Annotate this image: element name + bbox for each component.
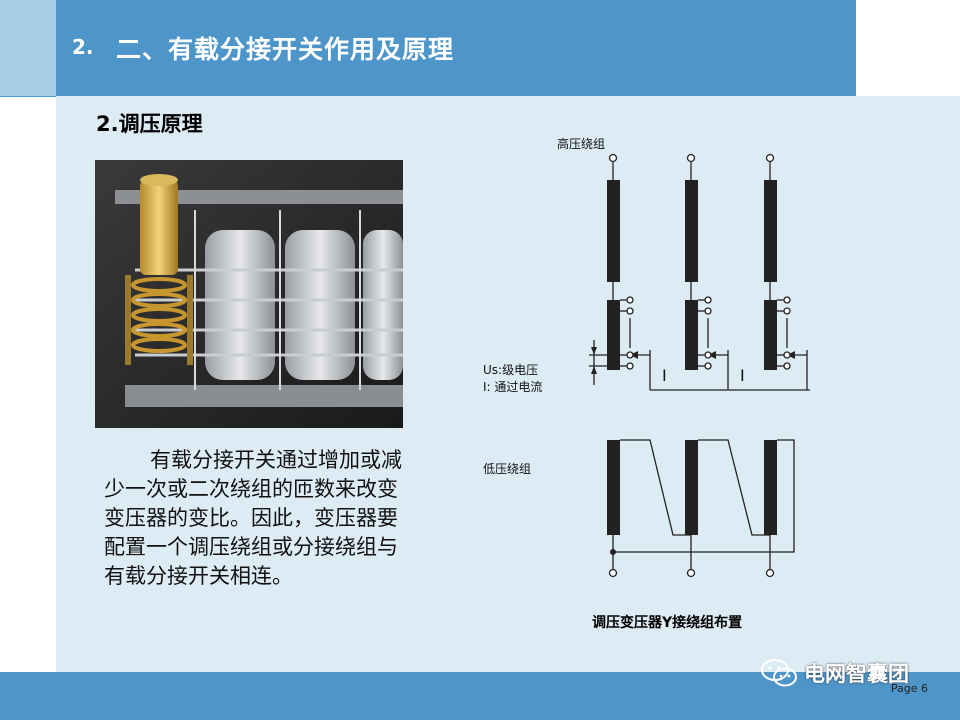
watermark: 电网智囊团 — [760, 658, 909, 688]
header-left-strip — [0, 0, 56, 96]
section-number: 2. — [72, 35, 94, 59]
wechat-icon — [761, 659, 797, 687]
slide-header: 2. 二、有载分接开关作用及原理 — [56, 0, 856, 96]
watermark-text: 电网智囊团 — [804, 662, 909, 686]
diagram-caption: 调压变压器Y接绕组布置 — [592, 615, 743, 631]
hv-winding-label: 高压绕组 — [557, 136, 605, 151]
page-number: Page 6 — [890, 682, 928, 695]
transformer-photo — [95, 160, 403, 428]
current-symbol-1: I — [662, 366, 667, 385]
lv-winding-label: 低压绕组 — [483, 462, 531, 476]
winding-diagram: 高压绕组 Us:级电压 I: 通过电流 低压绕组 I I I — [483, 136, 810, 578]
current-symbol-2: I — [740, 366, 745, 385]
slide-footer: Page 6 — [0, 672, 960, 720]
description-paragraph: 有载分接开关通过增加或减少一次或二次绕组的匝数来改变变压器的变比。因此，变压器要… — [104, 446, 404, 591]
current-label: I: 通过电流 — [483, 380, 542, 394]
slide-title: 二、有载分接开关作用及原理 — [116, 35, 455, 64]
step-voltage-label: Us:级电压 — [483, 363, 538, 377]
subheading: 2.调压原理 — [96, 112, 203, 136]
description-text: 有载分接开关通过增加或减少一次或二次绕组的匝数来改变变压器的变比。因此，变压器要… — [104, 448, 402, 588]
